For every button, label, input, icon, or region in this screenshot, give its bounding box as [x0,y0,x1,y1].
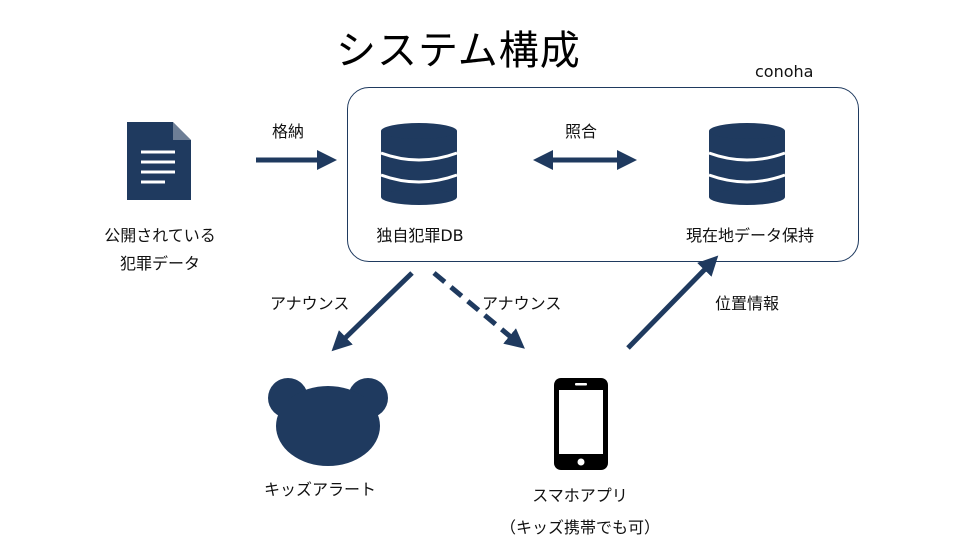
public-data-label: 公開されている 犯罪データ [104,226,216,273]
announce-phone-label: アナウンス [482,294,562,313]
server-label: conoha [755,62,814,81]
location-arrow [626,255,719,350]
smartphone-label: スマホアプリ （キッズ携帯でも可） [499,486,660,537]
location-db-label: 現在地データ保持 [685,226,814,245]
announce-kids-arrow [331,271,414,352]
bear-head-icon [268,378,388,466]
database-icon [380,123,458,205]
database-icon [708,123,786,205]
announce-kids-label: アナウンス [270,294,350,313]
announce-phone-arrow [432,271,525,349]
location-label: 位置情報 [715,294,780,313]
page-title: システム構成 [336,28,581,74]
server-boundary [347,87,859,262]
match-label: 照合 [565,122,598,141]
crime-db-label: 独自犯罪DB [376,226,464,245]
kids-alert-label: キッズアラート [263,480,376,499]
store-label: 格納 [272,122,305,141]
document-icon [127,122,191,200]
smartphone-icon [554,378,608,470]
